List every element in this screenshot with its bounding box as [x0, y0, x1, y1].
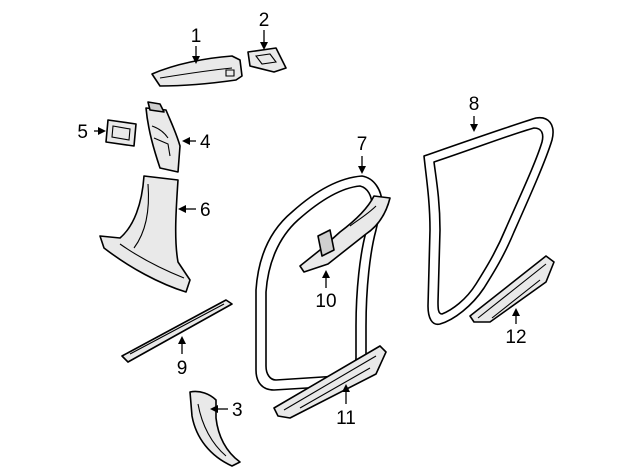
callout-1: 1	[191, 26, 202, 47]
callout-2: 2	[259, 10, 270, 31]
callout-4: 4	[200, 132, 211, 153]
callout-12: 12	[505, 327, 526, 348]
callout-9: 9	[177, 358, 188, 379]
callout-11: 11	[336, 408, 356, 429]
callout-5: 5	[77, 122, 88, 143]
callout-8: 8	[469, 94, 480, 115]
callout-3: 3	[232, 400, 243, 421]
callout-labels: 1 2 3 4 5 6 7 8 9 10 11 12	[77, 10, 526, 429]
part-4-pillar-upper-trim	[145, 101, 181, 173]
part-5-handle-cover	[105, 119, 137, 147]
part-8-rear-door-seal	[423, 116, 554, 326]
callout-7: 7	[357, 134, 368, 155]
leader-lines	[94, 30, 520, 413]
part-1-upper-trim-panel	[151, 55, 243, 87]
part-11-front-sill-plate	[273, 345, 387, 419]
part-6-pillar-lower-trim	[99, 175, 191, 293]
callout-10: 10	[315, 291, 336, 312]
part-10-inner-pillar-trim	[299, 195, 391, 273]
callout-6: 6	[200, 200, 211, 221]
part-12-rear-sill-plate	[469, 255, 555, 323]
part-9-sill-strip	[121, 299, 233, 363]
part-3-lower-corner-trim	[189, 390, 241, 467]
part-2-bracket-trim	[247, 47, 287, 73]
